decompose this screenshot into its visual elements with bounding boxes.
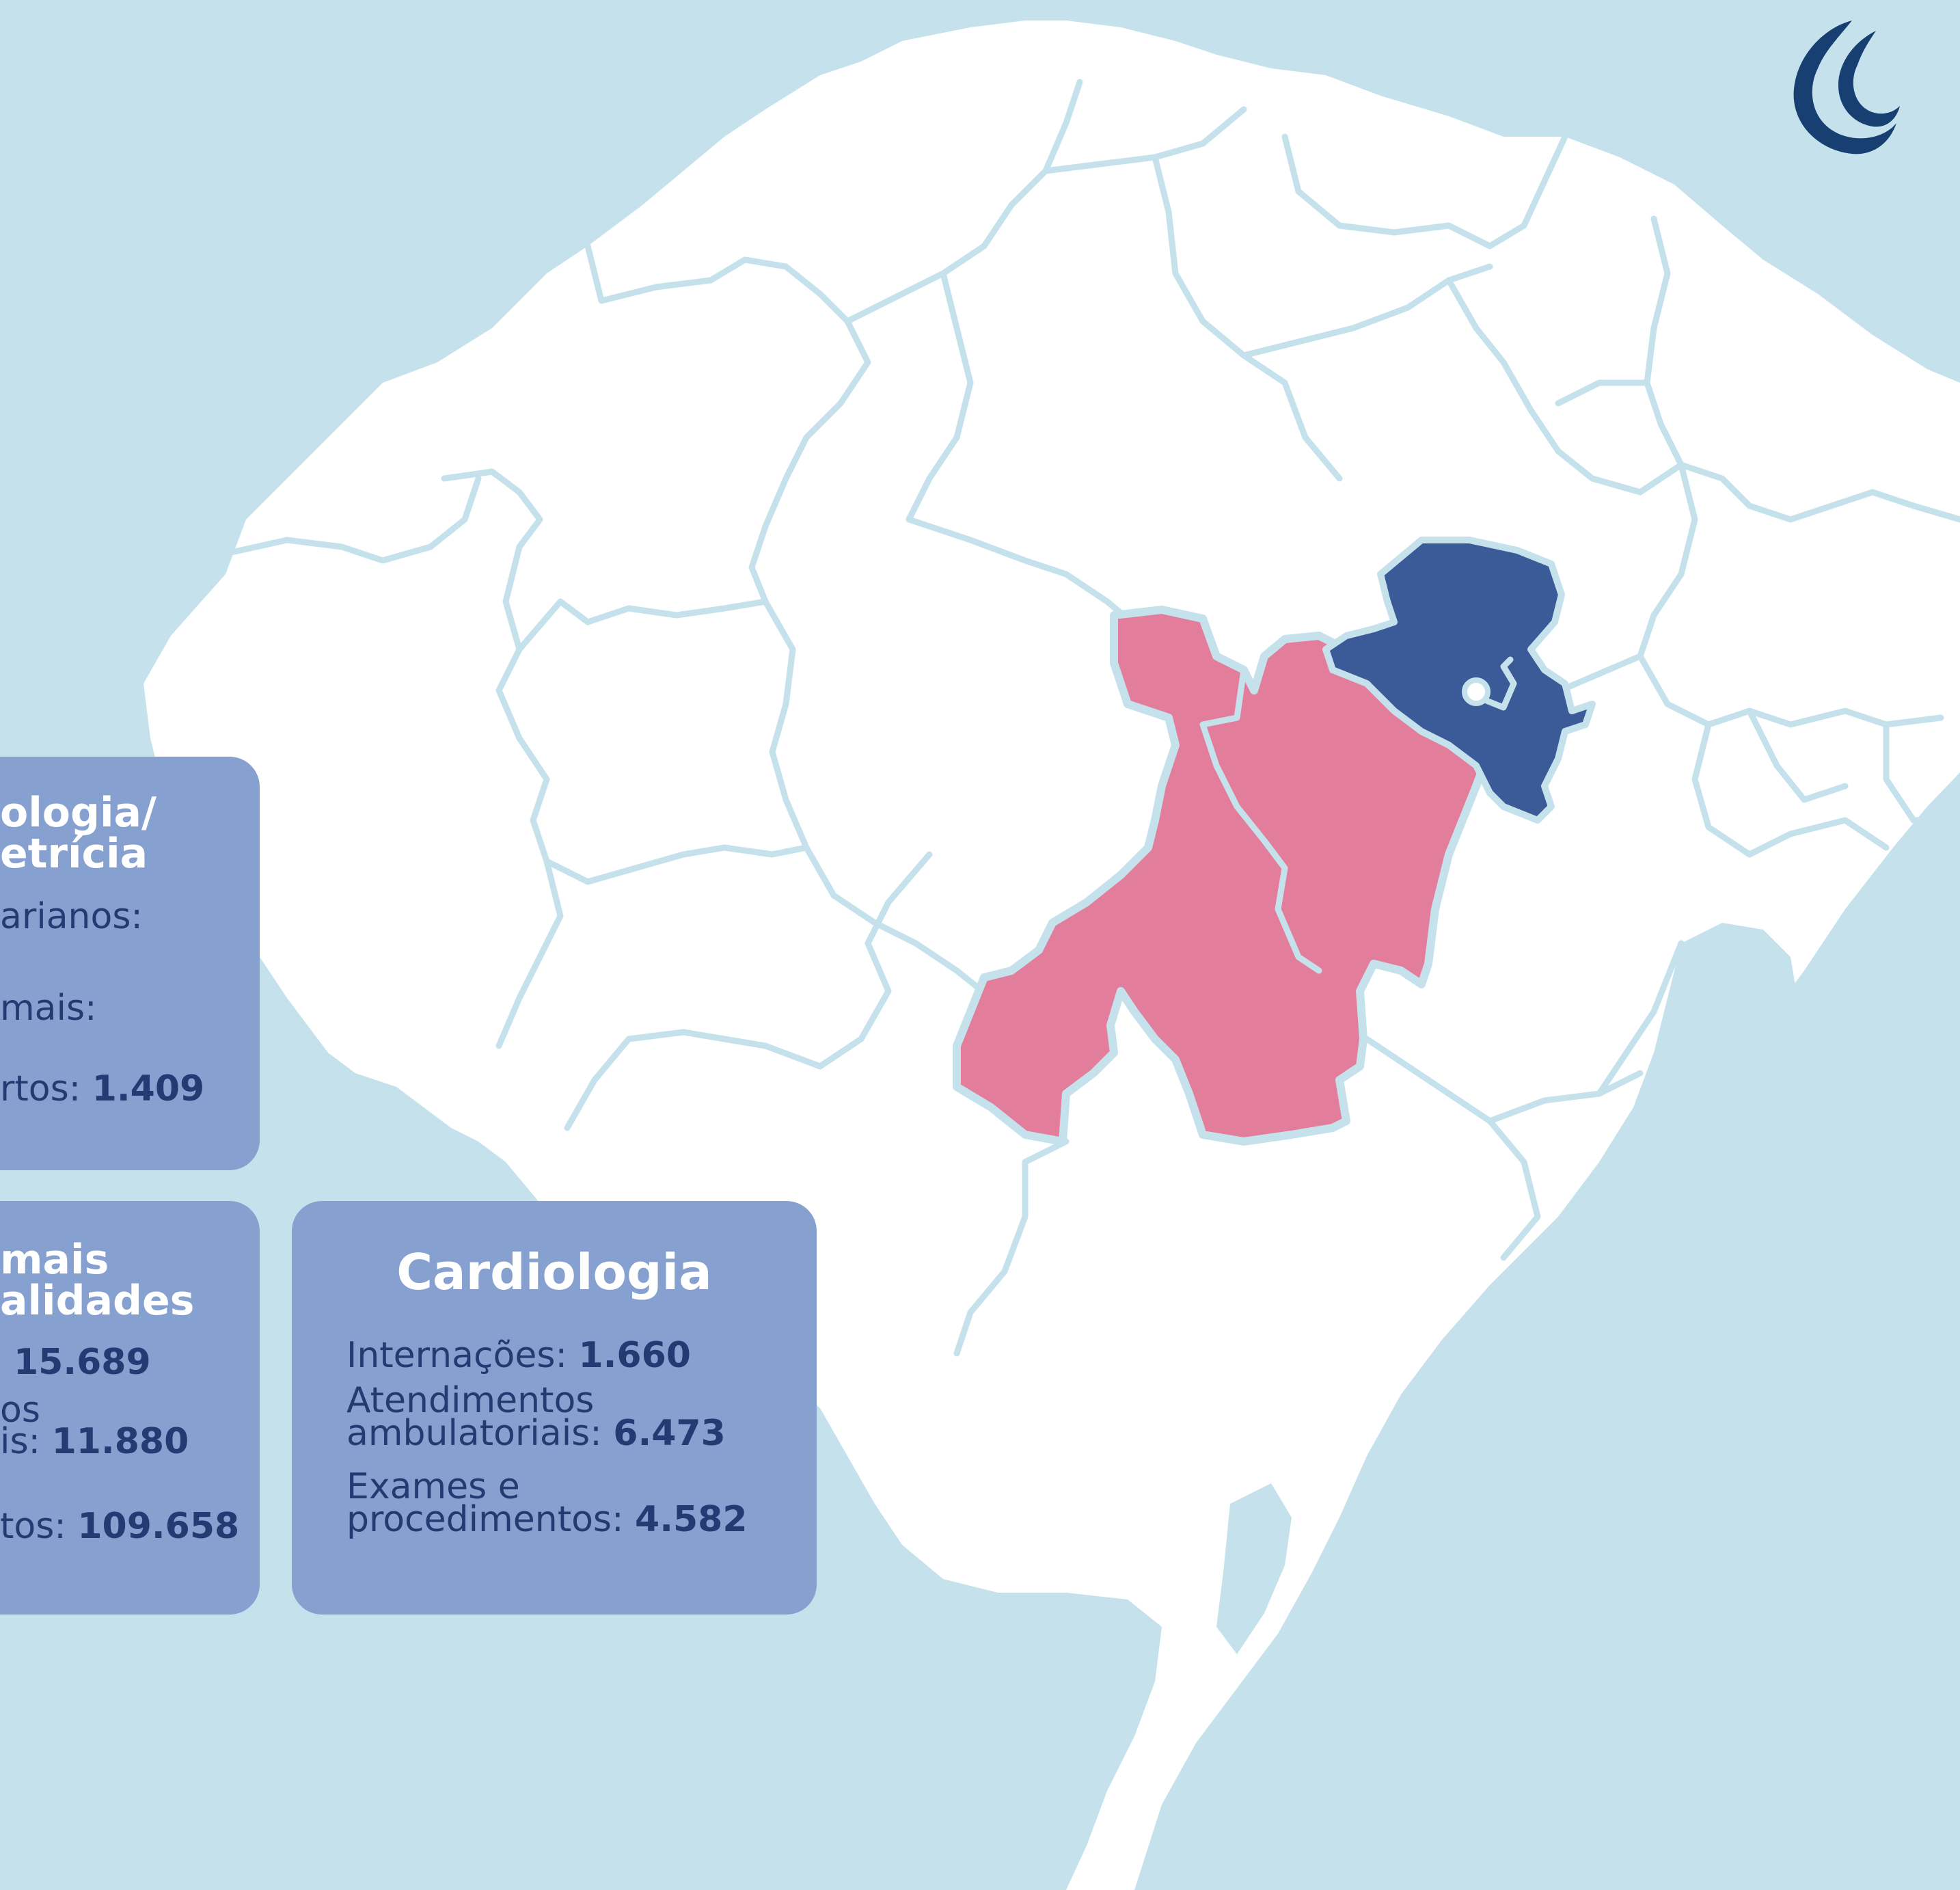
stat-label-line1: Exames e: [346, 1466, 520, 1507]
stat-label: Internações:: [346, 1335, 579, 1376]
card-demais-title: mais alidades: [0, 1239, 194, 1321]
stat-label: tos:: [0, 1506, 78, 1547]
stat-value: 6.473: [613, 1413, 726, 1454]
lagoon-south: [1216, 1483, 1292, 1654]
card-demais-title-line2: alidades: [0, 1277, 195, 1325]
stat-label-line1: Atendimentos: [346, 1380, 595, 1421]
card-demais-stat-4: tos: 109.658: [0, 1509, 239, 1544]
card-cardiologia-stat-exames: Exames e procedimentos: 4.582: [346, 1466, 748, 1537]
card-ginecologia: ologia/ etrícia arianos: mais: rtos: 1.4…: [0, 757, 260, 1170]
card-demais-stat-1: 15.689: [14, 1345, 151, 1380]
lagoon: [1428, 923, 1797, 1429]
region-boundaries: [222, 79, 1960, 1357]
card-cardiologia-stat-atendimentos: Atendimentos ambulatoriais: 6.473: [346, 1380, 726, 1451]
card-ginecologia-stat-1: arianos:: [0, 899, 143, 934]
crescent-swirl-logo-icon: [1793, 21, 1900, 154]
card-ginecologia-title-line1: ologia/: [0, 789, 156, 837]
blue-region-enclave: [1462, 677, 1491, 706]
card-ginecologia-title: ologia/ etrícia: [0, 792, 156, 874]
card-cardiologia-title: Cardiologia: [396, 1243, 712, 1301]
stat-label: is:: [0, 1421, 52, 1462]
card-ginecologia-stat-2: mais:: [0, 990, 97, 1026]
card-ginecologia-stat-3: rtos: 1.409: [0, 1071, 204, 1107]
card-demais-title-line1: mais: [0, 1236, 109, 1284]
stat-value: 4.582: [635, 1499, 748, 1540]
stat-label: rtos:: [0, 1068, 92, 1109]
card-ginecologia-title-line2: etrícia: [0, 830, 148, 878]
stat-value: 1.660: [578, 1335, 691, 1376]
card-demais-stat-3: is: 11.880: [0, 1424, 189, 1459]
region-highlight-blue: [1322, 537, 1596, 824]
card-demais: mais alidades 15.689 os is: 11.880 tos: …: [0, 1201, 260, 1615]
stat-value: 15.689: [14, 1342, 151, 1383]
stat-label-line2: procedimentos:: [346, 1499, 636, 1540]
stat-value: 1.409: [92, 1068, 205, 1109]
stat-value: 11.880: [51, 1421, 189, 1462]
stat-value: 109.658: [77, 1506, 240, 1547]
stat-label: arianos:: [0, 896, 143, 937]
card-cardiologia: Cardiologia Internações: 1.660 Atendimen…: [292, 1201, 817, 1615]
card-cardiologia-stat-internacoes: Internações: 1.660: [346, 1338, 691, 1373]
stat-label: os: [0, 1390, 40, 1431]
stat-label: mais:: [0, 988, 97, 1029]
stat-label-line2: ambulatoriais:: [346, 1413, 614, 1454]
card-demais-stat-2: os: [0, 1392, 40, 1428]
